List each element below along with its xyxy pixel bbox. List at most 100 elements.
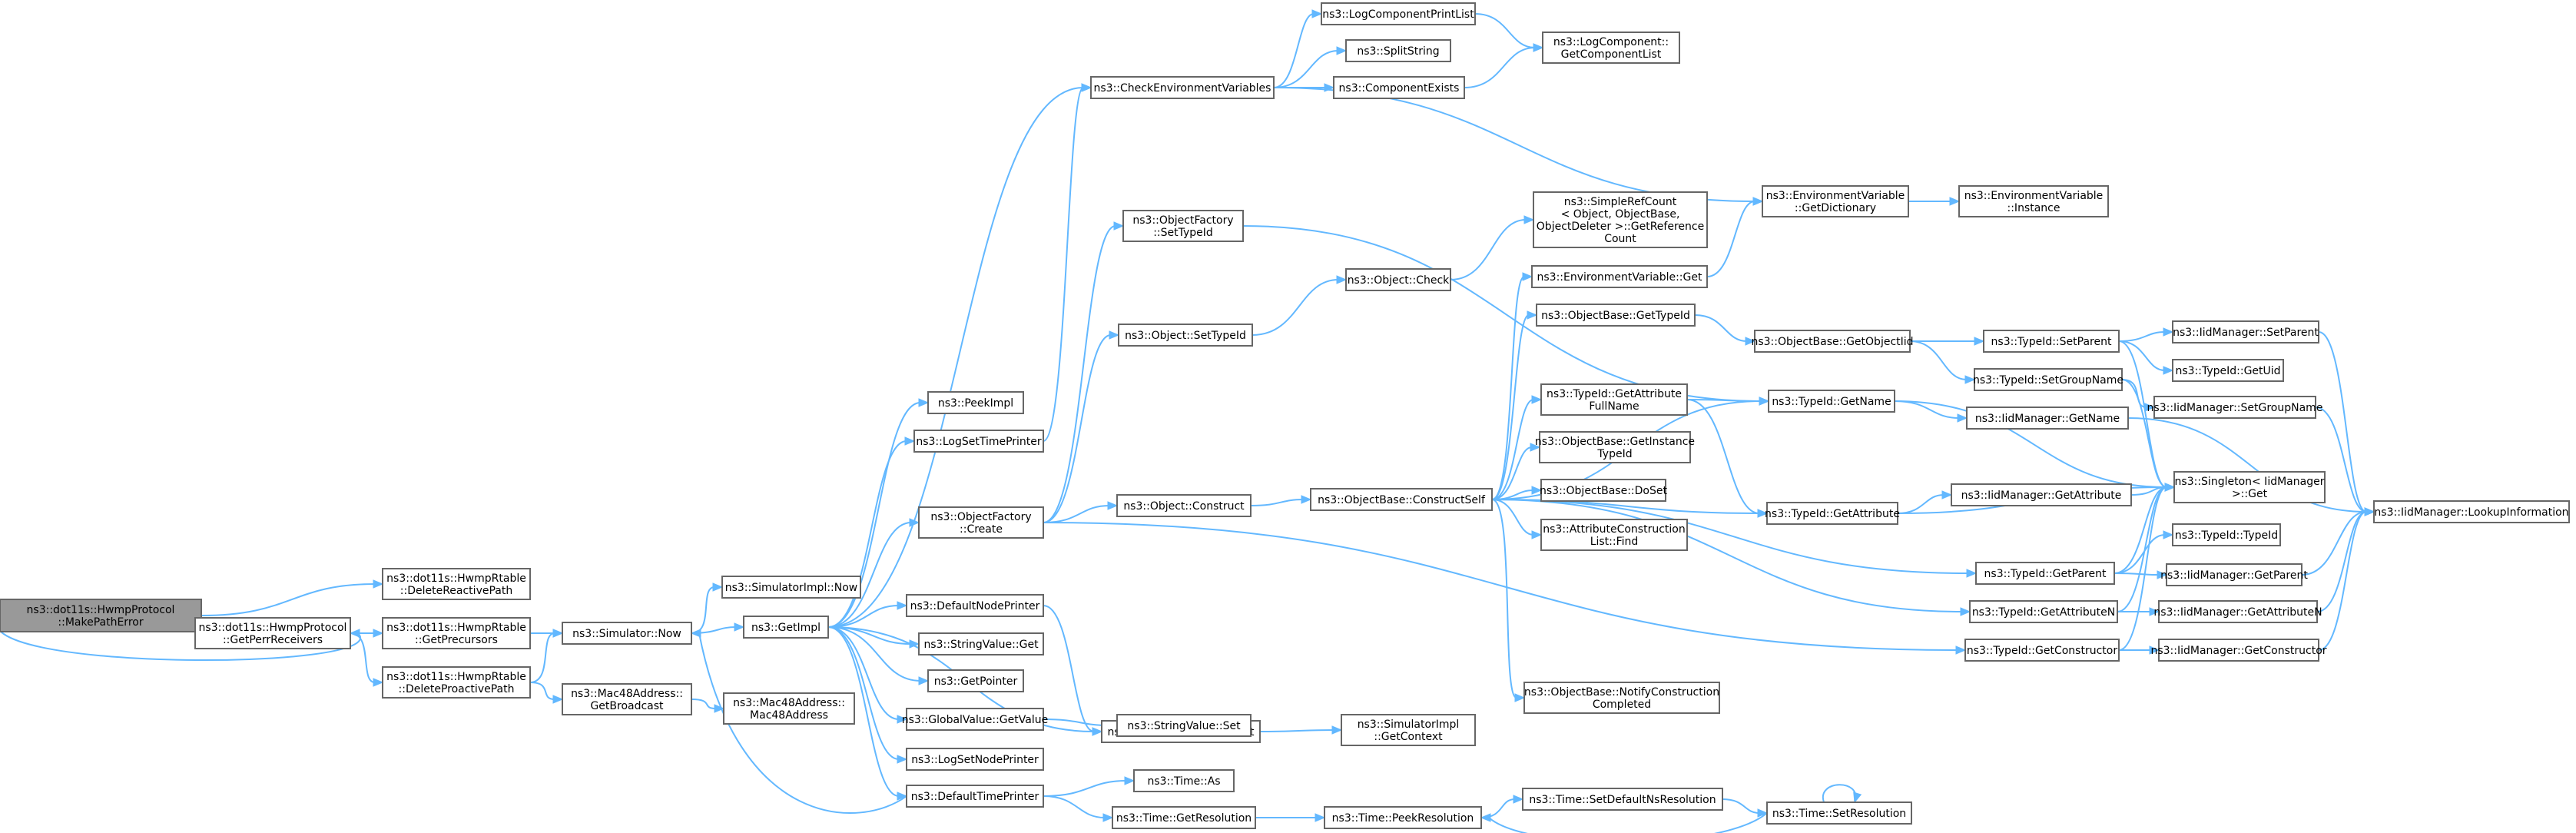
node-n62[interactable]: ns3::IidManager::GetParent <box>2160 563 2308 586</box>
node-n63[interactable]: ns3::IidManager::GetAttributeN <box>2153 600 2322 623</box>
node-n59[interactable]: ns3::IidManager::SetGroupName <box>2147 396 2323 419</box>
node-box-n43[interactable] <box>1522 788 1723 811</box>
node-n11[interactable]: ns3::LogSetTimePrinter <box>913 430 1044 453</box>
node-box-n18[interactable] <box>906 785 1044 808</box>
node-n32[interactable]: ns3::SimulatorImpl::GetContext <box>1341 714 1476 746</box>
node-n57[interactable]: ns3::IidManager::SetParent <box>2172 320 2319 343</box>
node-n36[interactable]: ns3::EnvironmentVariable::Get <box>1531 265 1708 288</box>
node-box-n19[interactable] <box>1090 76 1275 99</box>
node-n15[interactable]: ns3::GetPointer <box>927 669 1024 692</box>
node-n33[interactable]: ns3::Time::PeekResolution <box>1324 806 1482 829</box>
node-n43[interactable]: ns3::Time::SetDefaultNsResolution <box>1522 788 1723 811</box>
node-box-n30[interactable] <box>1345 268 1451 291</box>
node-box-n6[interactable] <box>562 683 692 715</box>
node-n29[interactable]: ns3::ComponentExists <box>1333 76 1465 99</box>
node-box-n52[interactable] <box>1958 185 2109 217</box>
node-box-n47[interactable] <box>1766 502 1898 525</box>
node-box-n9[interactable] <box>723 692 855 725</box>
node-n0[interactable]: ns3::dot11s::HwmpProtocol::MakePathError <box>0 599 202 632</box>
node-box-n34[interactable] <box>1542 32 1680 64</box>
node-n22[interactable]: ns3::Object::Construct <box>1116 494 1252 517</box>
node-n6[interactable]: ns3::Mac48Address::GetBroadcast <box>562 683 692 715</box>
node-n5[interactable]: ns3::Simulator::Now <box>562 622 692 645</box>
node-box-n49[interactable] <box>1969 600 2118 623</box>
node-n52[interactable]: ns3::EnvironmentVariable::Instance <box>1958 185 2109 217</box>
node-n13[interactable]: ns3::DefaultNodePrinter <box>906 594 1044 617</box>
node-n65[interactable]: ns3::IidManager::LookupInformation <box>2373 500 2570 523</box>
node-box-n64[interactable] <box>2158 639 2319 662</box>
node-n64[interactable]: ns3::IidManager::GetConstructor <box>2150 639 2327 662</box>
node-n50[interactable]: ns3::TypeId::GetConstructor <box>1964 639 2120 662</box>
node-box-n55[interactable] <box>1966 407 2129 430</box>
node-box-n53[interactable] <box>1983 330 2120 353</box>
node-box-n11[interactable] <box>913 430 1044 453</box>
node-n42[interactable]: ns3::ObjectBase::NotifyConstructionCompl… <box>1523 682 1720 714</box>
node-n48[interactable]: ns3::TypeId::GetParent <box>1975 562 2115 585</box>
node-box-n50[interactable] <box>1964 639 2120 662</box>
node-box-n24[interactable] <box>1116 714 1252 737</box>
node-n60[interactable]: ns3::Singleton< IidManager>::Get <box>2173 471 2326 503</box>
node-n55[interactable]: ns3::IidManager::GetName <box>1966 407 2129 430</box>
node-box-n20[interactable] <box>1122 210 1244 242</box>
node-n35[interactable]: ns3::SimpleRefCount< Object, ObjectBase,… <box>1533 191 1708 248</box>
node-box-n10[interactable] <box>927 391 1024 414</box>
node-n19[interactable]: ns3::CheckEnvironmentVariables <box>1090 76 1275 99</box>
node-n18[interactable]: ns3::DefaultTimePrinter <box>906 785 1044 808</box>
node-box-n7[interactable] <box>721 576 861 599</box>
node-n24[interactable]: ns3::StringValue::Set <box>1116 714 1252 737</box>
node-n53[interactable]: ns3::TypeId::SetParent <box>1983 330 2120 353</box>
node-n8[interactable]: ns3::GetImpl <box>743 616 829 639</box>
node-n7[interactable]: ns3::SimulatorImpl::Now <box>721 576 861 599</box>
node-box-n33[interactable] <box>1324 806 1482 829</box>
node-box-n5[interactable] <box>562 622 692 645</box>
node-n54[interactable]: ns3::TypeId::SetGroupName <box>1973 368 2123 391</box>
node-n58[interactable]: ns3::TypeId::GetUid <box>2172 359 2284 382</box>
node-n47[interactable]: ns3::TypeId::GetAttribute <box>1765 502 1900 525</box>
node-box-n15[interactable] <box>927 669 1024 692</box>
node-box-n25[interactable] <box>1133 769 1235 792</box>
node-box-n39[interactable] <box>1539 431 1691 463</box>
node-n14[interactable]: ns3::StringValue::Get <box>918 632 1044 655</box>
node-box-n37[interactable] <box>1536 304 1696 327</box>
node-n45[interactable]: ns3::ObjectBase::GetObjectIid <box>1751 330 1914 353</box>
node-n12[interactable]: ns3::ObjectFactory::Create <box>918 506 1044 539</box>
node-box-n36[interactable] <box>1531 265 1708 288</box>
node-n51[interactable]: ns3::Time::SetResolution <box>1766 801 1912 825</box>
node-box-n51[interactable] <box>1766 801 1912 825</box>
node-n16[interactable]: ns3::GlobalValue::GetValue <box>902 708 1048 731</box>
node-n21[interactable]: ns3::Object::SetTypeId <box>1118 324 1253 347</box>
node-box-n38[interactable] <box>1540 383 1688 416</box>
node-box-n29[interactable] <box>1333 76 1465 99</box>
node-n28[interactable]: ns3::SplitString <box>1345 39 1451 62</box>
node-n3[interactable]: ns3::dot11s::HwmpRtable::GetPrecursors <box>382 617 531 649</box>
node-box-n48[interactable] <box>1975 562 2115 585</box>
node-box-n65[interactable] <box>2373 500 2570 523</box>
node-n9[interactable]: ns3::Mac48Address::Mac48Address <box>723 692 855 725</box>
node-box-n0[interactable] <box>0 599 202 632</box>
node-n26[interactable]: ns3::Time::GetResolution <box>1112 806 1256 829</box>
node-box-n16[interactable] <box>906 708 1044 731</box>
node-box-n44[interactable] <box>1762 185 1909 217</box>
node-box-n13[interactable] <box>906 594 1044 617</box>
node-box-n60[interactable] <box>2173 471 2326 503</box>
node-n17[interactable]: ns3::LogSetNodePrinter <box>906 748 1044 771</box>
node-box-n4[interactable] <box>382 666 531 699</box>
node-box-n8[interactable] <box>743 616 829 639</box>
node-box-n42[interactable] <box>1523 682 1720 714</box>
node-n49[interactable]: ns3::TypeId::GetAttributeN <box>1969 600 2118 623</box>
node-n46[interactable]: ns3::TypeId::GetName <box>1768 390 1895 413</box>
node-box-n28[interactable] <box>1345 39 1451 62</box>
node-box-n14[interactable] <box>918 632 1044 655</box>
node-n1[interactable]: ns3::dot11s::HwmpRtable::DeleteReactiveP… <box>382 568 531 600</box>
node-n27[interactable]: ns3::LogComponentPrintList <box>1321 2 1476 25</box>
node-n2[interactable]: ns3::dot11s::HwmpProtocol::GetPerrReceiv… <box>194 617 351 649</box>
node-n61[interactable]: ns3::TypeId::TypeId <box>2172 523 2281 546</box>
node-n34[interactable]: ns3::LogComponent::GetComponentList <box>1542 32 1680 64</box>
node-box-n35[interactable] <box>1533 191 1708 248</box>
node-box-n2[interactable] <box>194 617 351 649</box>
node-box-n26[interactable] <box>1112 806 1256 829</box>
node-n25[interactable]: ns3::Time::As <box>1133 769 1235 792</box>
node-box-n61[interactable] <box>2172 523 2281 546</box>
